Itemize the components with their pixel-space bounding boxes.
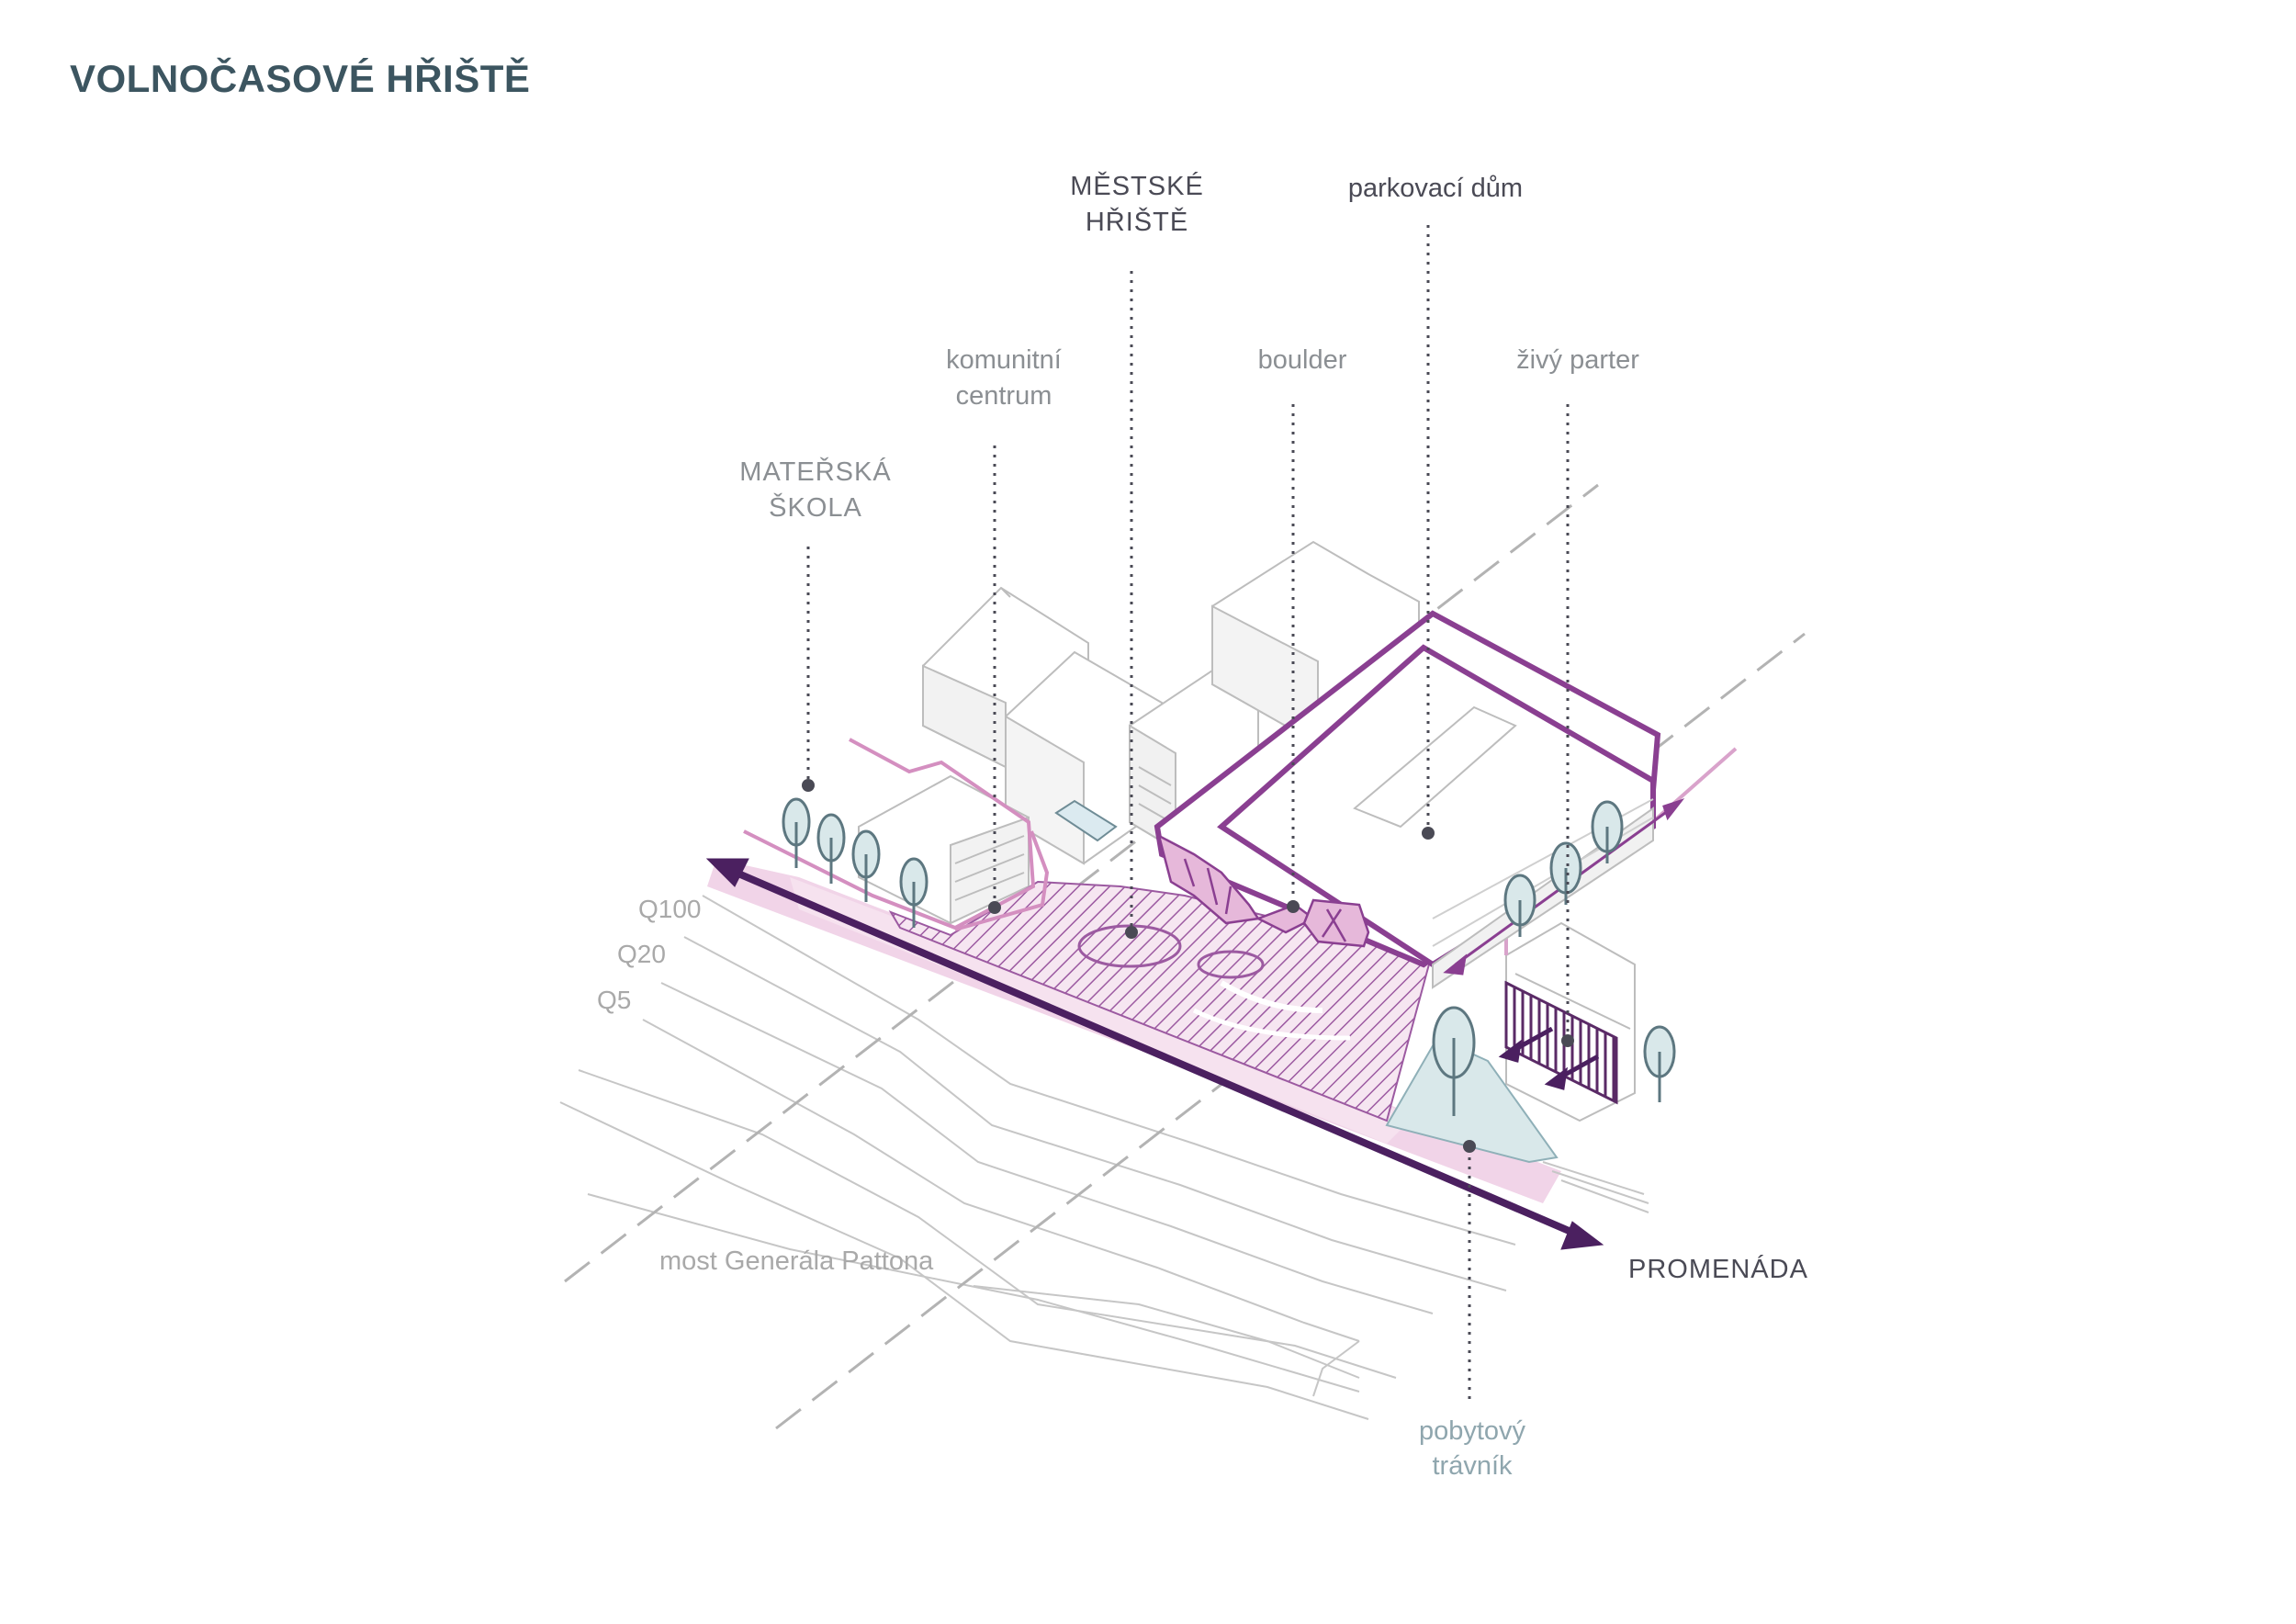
label-q5: Q5 [597, 986, 631, 1014]
surrounding-buildings [858, 540, 1636, 1122]
label-parkovaci-dum: parkovací dům [1348, 174, 1523, 203]
leader-dots [802, 779, 1574, 1153]
label-promenada: PROMENÁDA [1628, 1254, 1808, 1284]
tree-icon [899, 857, 929, 928]
living-facade-hatched [1504, 980, 1618, 1105]
tree-icon [816, 813, 846, 884]
page-title: VOLNOČASOVÉ HŘIŠTĚ [70, 57, 531, 100]
tree-icon [1432, 1006, 1476, 1116]
tree-icon [1643, 1025, 1676, 1102]
label-mestske-hriste-1: MĚSTSKÉ [1070, 171, 1204, 201]
label-q100: Q100 [638, 895, 702, 923]
tree-icon [782, 797, 811, 868]
tree-icon [1591, 800, 1624, 863]
tree-icon [1503, 874, 1536, 937]
diagram-labels: MATEŘSKÁ ŠKOLA komunitní centrum MĚSTSKÉ… [597, 171, 1808, 1481]
tree-icon [1549, 841, 1582, 905]
label-komunitni-centrum-1: komunitní [946, 345, 1062, 375]
contour-lines [559, 895, 1516, 1420]
label-pobytovy-travnik-2: trávník [1432, 1451, 1513, 1481]
label-mestske-hriste-2: HŘIŠTĚ [1086, 206, 1188, 237]
tree-icon [851, 829, 881, 902]
label-boulder: boulder [1258, 345, 1347, 375]
arrow-icon [705, 858, 1604, 1250]
trees [782, 797, 1676, 1116]
label-pobytovy-travnik-1: pobytový [1419, 1416, 1526, 1446]
label-zivy-parter: živý parter [1516, 345, 1639, 375]
label-q20: Q20 [617, 940, 666, 968]
lawn-area [1385, 1036, 1559, 1164]
boulder-rock-icon [1157, 833, 1370, 948]
label-most: most Generála Pattona [659, 1246, 934, 1276]
label-materska-skola-2: ŠKOLA [769, 491, 862, 523]
kindergarten-boundary [743, 738, 1050, 931]
label-komunitni-centrum-2: centrum [956, 381, 1052, 411]
label-materska-skola-1: MATEŘSKÁ [739, 457, 891, 487]
leader-lines [806, 225, 1570, 1401]
